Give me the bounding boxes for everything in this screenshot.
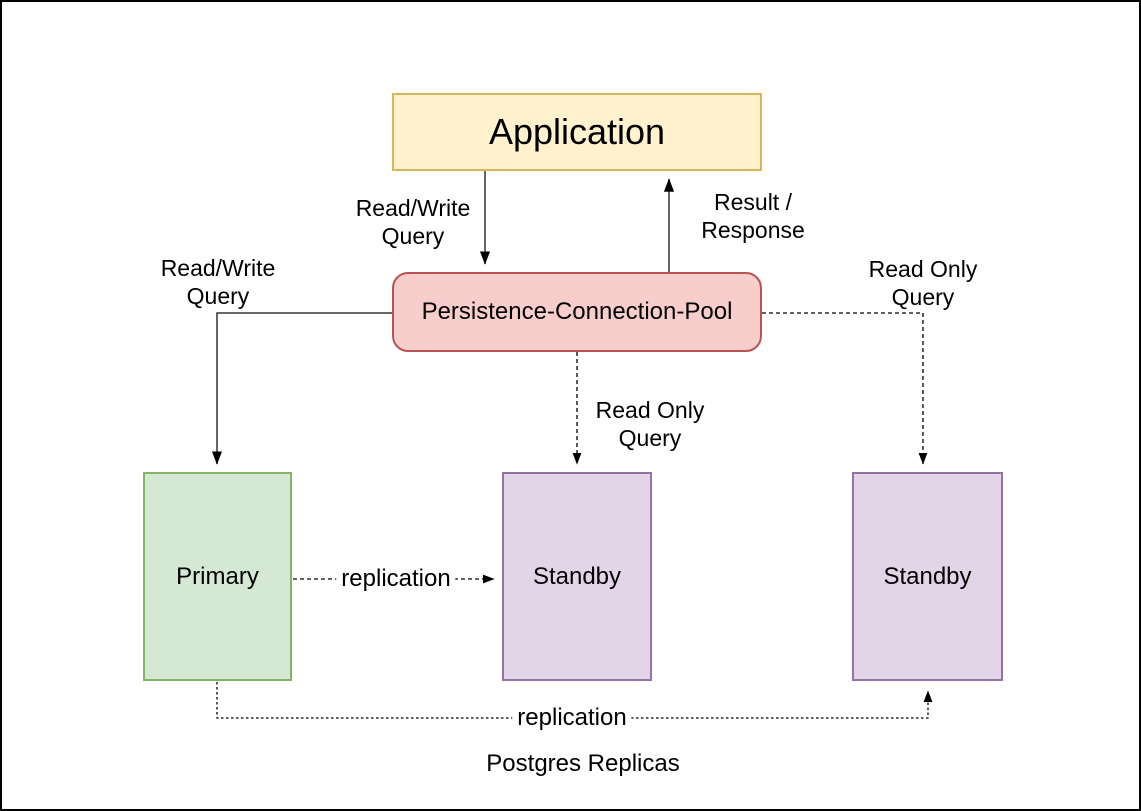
edge-label-read-write-query-top: Read/Write Query bbox=[355, 195, 471, 249]
node-persistence-connection-pool: Persistence-Connection-Pool bbox=[392, 272, 762, 352]
edge-label-read-only-query-middle: Read Only Query bbox=[595, 397, 705, 451]
edge-label-replication-bottom: replication bbox=[512, 705, 632, 731]
node-standby-right: Standby bbox=[852, 472, 1003, 681]
diagram-caption: Postgres Replicas bbox=[486, 750, 680, 777]
node-primary-label: Primary bbox=[176, 562, 259, 590]
node-primary: Primary bbox=[143, 472, 292, 681]
edge-label-read-write-query-left: Read/Write Query bbox=[160, 255, 276, 309]
node-application: Application bbox=[392, 93, 762, 171]
edge-pool-to-standby-right bbox=[762, 312, 928, 465]
node-pool-label: Persistence-Connection-Pool bbox=[421, 298, 733, 325]
edge-label-read-only-query-right: Read Only Query bbox=[868, 256, 978, 310]
edge-label-replication-middle: replication bbox=[336, 566, 456, 592]
edge-label-result-response: Result / Response bbox=[701, 189, 805, 243]
node-application-label: Application bbox=[488, 111, 666, 152]
edge-pool-to-primary bbox=[211, 312, 392, 465]
node-standby-middle-label: Standby bbox=[532, 562, 622, 590]
node-standby-middle: Standby bbox=[502, 472, 652, 681]
node-standby-right-label: Standby bbox=[883, 562, 972, 590]
